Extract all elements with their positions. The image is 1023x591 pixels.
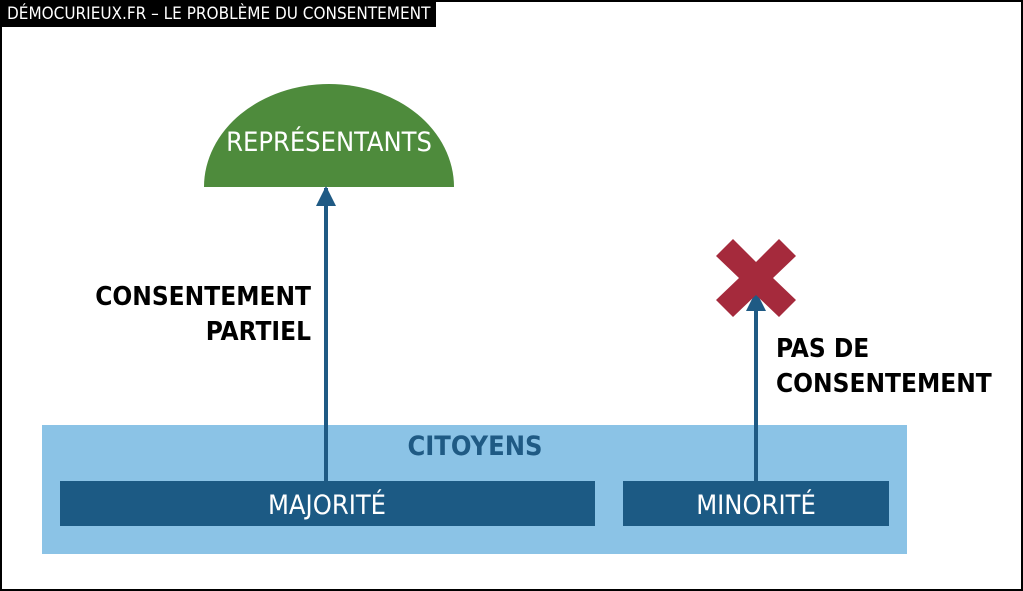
cross-mark-shape	[716, 239, 796, 317]
citizens-label: CITOYENS	[407, 431, 542, 462]
representatives-dome	[204, 84, 454, 187]
partial-consent-line-2: PARTIEL	[205, 317, 311, 347]
minority-label: MINORITÉ	[696, 489, 816, 521]
minority-box	[623, 481, 889, 526]
representatives-label: REPRÉSENTANTS	[226, 126, 432, 158]
no-consent-line-2: CONSENTEMENT	[776, 369, 992, 399]
page-title: DÉMOCURIEUX.FR – LE PROBLÈME DU CONSENTE…	[2, 2, 437, 27]
no-consent-label: PAS DE CONSENTEMENT	[776, 332, 992, 402]
majority-box	[60, 481, 595, 526]
partial-consent-line-1: CONSENTEMENT	[95, 282, 311, 312]
majority-label: MAJORITÉ	[268, 489, 386, 521]
cross-mark-icon	[716, 239, 796, 317]
no-consent-line-1: PAS DE	[776, 334, 870, 364]
partial-consent-label: CONSENTEMENT PARTIEL	[95, 280, 311, 350]
